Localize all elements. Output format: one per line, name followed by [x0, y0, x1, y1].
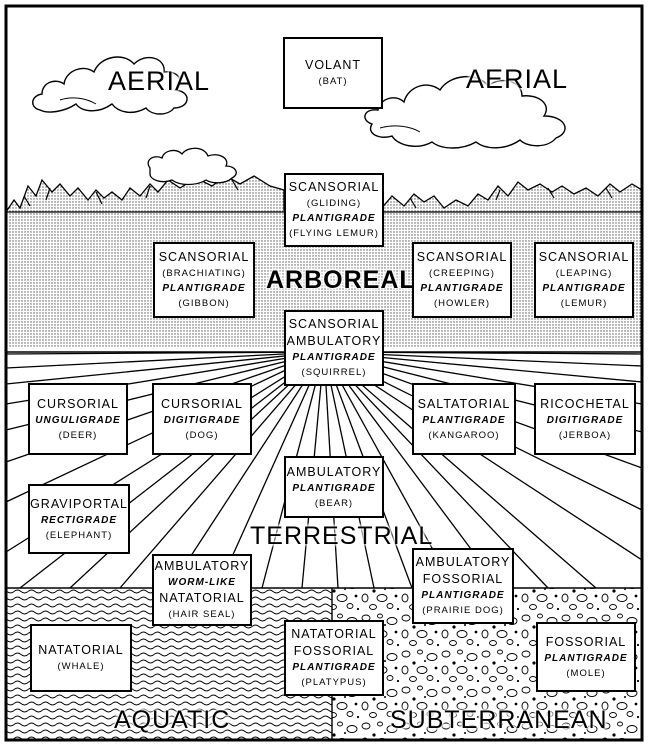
box-ambulatory-natatorial: AMBULATORY WORM-LIKE NATATORIAL (HAIR SE… — [152, 554, 252, 626]
box-example: (WHALE) — [57, 659, 104, 674]
box-scansorial-leaping: SCANSORIAL (LEAPING) PLANTIGRADE (LEMUR) — [534, 242, 634, 318]
box-example: (KANGAROO) — [428, 428, 499, 443]
box-example: (GIBBON) — [178, 296, 229, 311]
box-gait: WORM-LIKE — [168, 575, 236, 590]
box-mode: (LEAPING) — [556, 266, 613, 281]
box-example: (HAIR SEAL) — [169, 607, 236, 622]
box-gait: PLANTIGRADE — [542, 281, 625, 296]
box-example: (BAT) — [318, 74, 347, 89]
box-scansorial-ambulatory: SCANSORIAL AMBULATORY PLANTIGRADE (SQUIR… — [284, 310, 384, 386]
box-example: (BEAR) — [315, 496, 353, 511]
box-title: SALTATORIAL — [418, 396, 511, 413]
box-example: (HOWLER) — [434, 296, 490, 311]
box-mode: (GLIDING) — [307, 196, 361, 211]
box-title: FOSSORIAL — [546, 634, 627, 651]
box-title: VOLANT — [305, 57, 361, 74]
box-title: RICOCHETAL — [540, 396, 630, 413]
box-scansorial-creeping: SCANSORIAL (CREEPING) PLANTIGRADE (HOWLE… — [412, 242, 512, 318]
cloud-middle — [148, 148, 236, 184]
box-gait: PLANTIGRADE — [544, 651, 627, 666]
box-title: NATATORIAL — [291, 626, 376, 643]
region-label-arboreal: ARBOREAL — [266, 266, 416, 295]
box-scansorial-brachiating: SCANSORIAL (BRACHIATING) PLANTIGRADE (GI… — [153, 242, 255, 318]
box-saltatorial: SALTATORIAL PLANTIGRADE (KANGAROO) — [412, 383, 516, 455]
box-ambulatory-plantigrade: AMBULATORY PLANTIGRADE (BEAR) — [284, 456, 384, 518]
box-title: SCANSORIAL — [159, 249, 250, 266]
box-example: (FLYING LEMUR) — [289, 226, 379, 241]
box-gait: PLANTIGRADE — [422, 413, 505, 428]
box-title: CURSORIAL — [161, 396, 243, 413]
box-mode: (CREEPING) — [429, 266, 495, 281]
box-title: AMBULATORY — [287, 464, 382, 481]
box-gait: PLANTIGRADE — [292, 481, 375, 496]
region-label-terrestrial: TERRESTRIAL — [250, 522, 433, 551]
box-title-2: NATATORIAL — [159, 590, 244, 607]
box-title: CURSORIAL — [37, 396, 119, 413]
box-title: SCANSORIAL — [539, 249, 630, 266]
box-title-2: FOSSORIAL — [294, 643, 375, 660]
box-title: SCANSORIAL — [417, 249, 508, 266]
box-gait: UNGULIGRADE — [35, 413, 120, 428]
box-cursorial-unguligrade: CURSORIAL UNGULIGRADE (DEER) — [28, 383, 128, 455]
box-example: (PRAIRIE DOG) — [422, 603, 504, 618]
box-gait: PLANTIGRADE — [292, 211, 375, 226]
box-example: (MOLE) — [566, 666, 605, 681]
box-scansorial-gliding: SCANSORIAL (GLIDING) PLANTIGRADE (FLYING… — [284, 173, 384, 247]
box-graviportal: GRAVIPORTAL RECTIGRADE (ELEPHANT) — [28, 484, 130, 554]
box-example: (SQUIRREL) — [302, 365, 367, 380]
box-natatorial: NATATORIAL (WHALE) — [30, 624, 132, 692]
box-example: (PLATYPUS) — [301, 675, 366, 690]
box-title: GRAVIPORTAL — [30, 496, 128, 513]
box-volant: VOLANT (BAT) — [283, 37, 383, 109]
box-gait: DIGITIGRADE — [164, 413, 241, 428]
box-cursorial-digitigrade: CURSORIAL DIGITIGRADE (DOG) — [152, 383, 252, 455]
box-example: (LEMUR) — [561, 296, 608, 311]
box-gait: PLANTIGRADE — [292, 350, 375, 365]
box-gait: PLANTIGRADE — [420, 281, 503, 296]
box-title: SCANSORIAL — [289, 316, 380, 333]
box-example: (JERBOA) — [559, 428, 611, 443]
box-example: (ELEPHANT) — [46, 528, 112, 543]
box-fossorial: FOSSORIAL PLANTIGRADE (MOLE) — [536, 622, 636, 692]
box-ambulatory-fossorial: AMBULATORY FOSSORIAL PLANTIGRADE (PRAIRI… — [412, 548, 514, 624]
region-label-subterranean: SUBTERRANEAN — [390, 706, 608, 735]
region-label-aquatic: AQUATIC — [114, 706, 230, 735]
box-ricochetal: RICOCHETAL DIGITIGRADE (JERBOA) — [534, 383, 636, 455]
box-title: AMBULATORY — [155, 558, 250, 575]
box-gait: RECTIGRADE — [41, 513, 117, 528]
box-title: AMBULATORY — [416, 554, 511, 571]
region-label-aerial-right: AERIAL — [466, 64, 568, 95]
box-gait: PLANTIGRADE — [292, 660, 375, 675]
box-example: (DOG) — [186, 428, 219, 443]
region-label-aerial-left: AERIAL — [108, 66, 210, 97]
box-mode: (BRACHIATING) — [162, 266, 246, 281]
box-gait: PLANTIGRADE — [421, 588, 504, 603]
box-title: SCANSORIAL — [289, 179, 380, 196]
box-natatorial-fossorial: NATATORIAL FOSSORIAL PLANTIGRADE (PLATYP… — [284, 620, 384, 696]
box-title: NATATORIAL — [38, 642, 123, 659]
box-gait: PLANTIGRADE — [162, 281, 245, 296]
box-title-2: AMBULATORY — [287, 333, 382, 350]
box-title-2: FOSSORIAL — [423, 571, 504, 588]
box-example: (DEER) — [59, 428, 98, 443]
box-gait: DIGITIGRADE — [547, 413, 624, 428]
